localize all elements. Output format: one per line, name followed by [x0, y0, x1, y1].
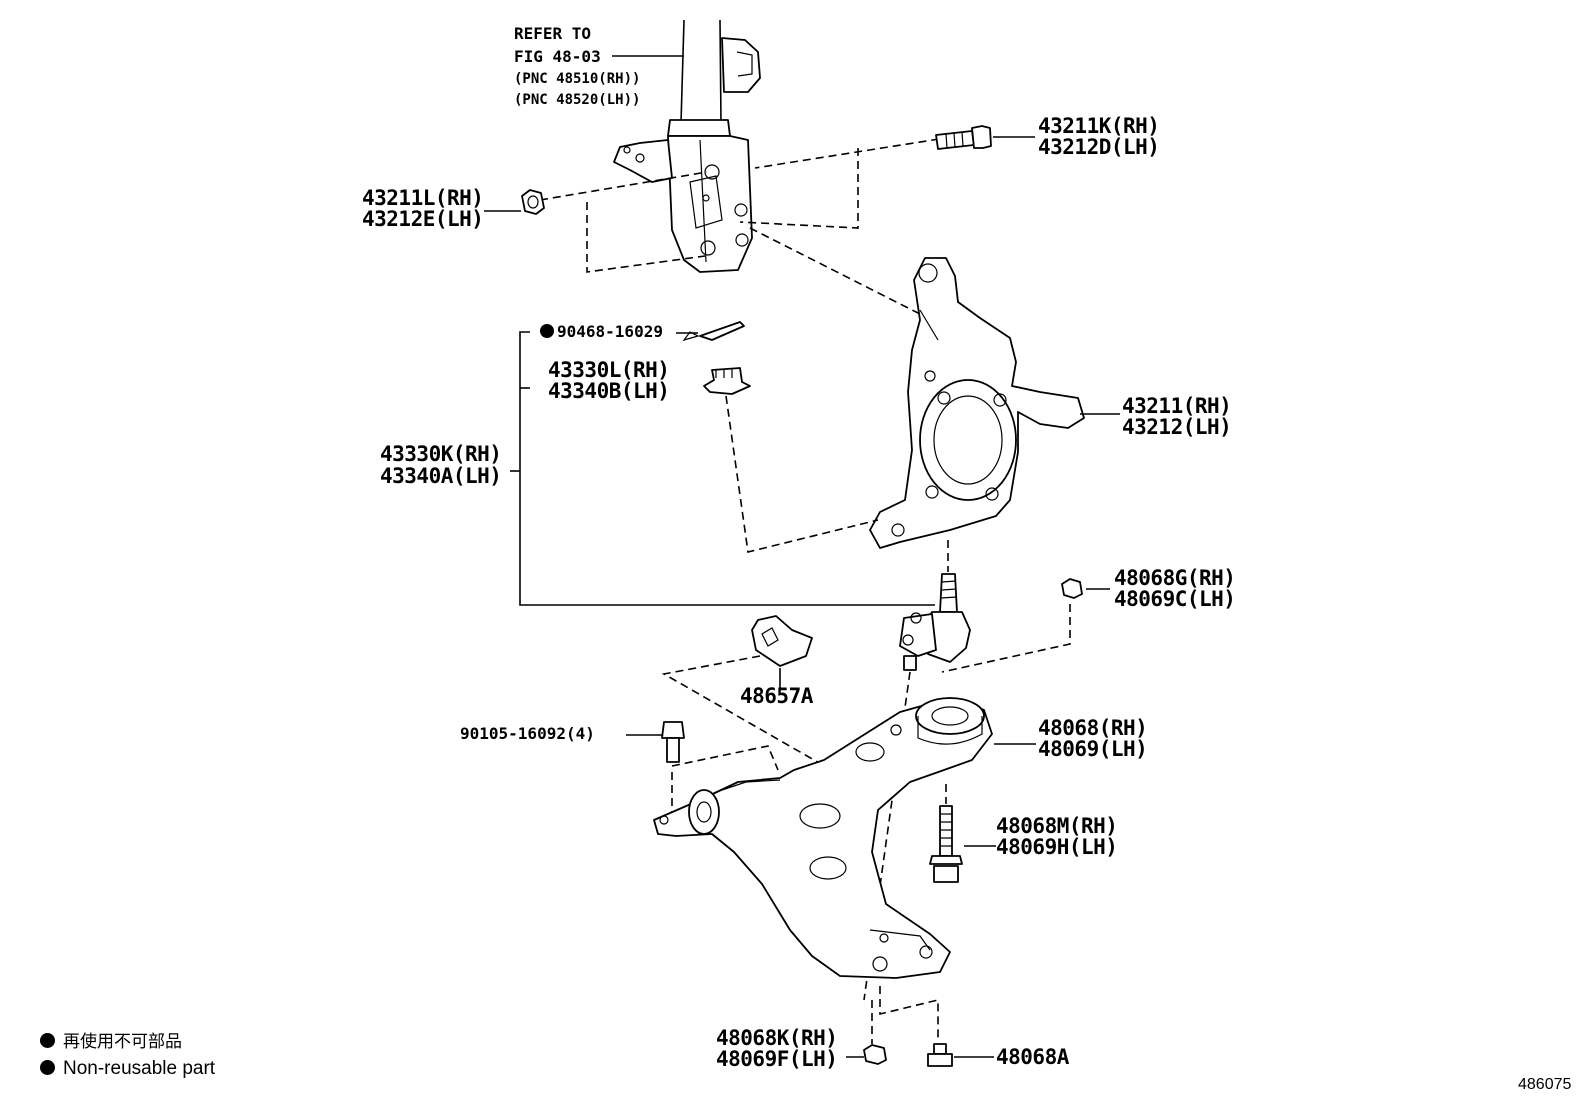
ball-joint-bolt: [903, 655, 917, 671]
part-number-43211: 43211(RH): [1122, 394, 1232, 418]
part-number-48068A: 48068A: [996, 1045, 1069, 1069]
part-number-48069: 48069(LH): [1038, 737, 1148, 761]
part-number-90468: 90468-16029: [540, 324, 663, 340]
part-number-43340A: 43340A(LH): [380, 464, 502, 488]
upper-nut: [521, 189, 545, 215]
part-number-48069H: 48069H(LH): [996, 835, 1118, 859]
legend-dot-icon: [40, 1033, 55, 1048]
part-number-48069F: 48069F(LH): [716, 1047, 838, 1071]
front-bolt: [661, 721, 685, 763]
part-number-48068M: 48068M(RH): [996, 814, 1118, 838]
arm-bolt: [929, 805, 963, 883]
part-number-48657A: 48657A: [740, 684, 813, 708]
part-number-43340B: 43340B(LH): [548, 379, 670, 403]
ball-joint: [899, 573, 971, 663]
part-number-48069C: 48069C(LH): [1114, 587, 1236, 611]
part-number-48068K: 48068K(RH): [716, 1026, 838, 1050]
part-number-43211K: 43211K(RH): [1038, 114, 1160, 138]
non-reusable-dot-icon: [540, 324, 554, 338]
part-number-90105: 90105-16092(4): [460, 724, 595, 743]
part-number-43212: 43212(LH): [1122, 415, 1232, 439]
legend-english-text: Non-reusable part: [63, 1058, 216, 1079]
bracket: [751, 615, 813, 667]
part-number-43212E: 43212E(LH): [362, 207, 484, 231]
refer-to-label: REFER TO: [514, 24, 592, 43]
castle-nut: [703, 367, 751, 395]
refer-fig-label: FIG 48-03: [514, 47, 601, 66]
refer-pnc-rh: (PNC 48510(RH)): [514, 71, 641, 87]
cotter-pin: [682, 321, 745, 342]
refer-pnc-lh: (PNC 48520(LH)): [514, 92, 641, 108]
upper-bolt: [935, 125, 992, 150]
diagram-id: 486075: [1518, 1076, 1572, 1093]
legend-dot-icon: [40, 1060, 55, 1075]
part-number-43212D: 43212D(LH): [1038, 135, 1160, 159]
steering-knuckle: [869, 257, 1085, 549]
legend-japanese: 再使用不可部品: [40, 1033, 182, 1050]
arm-nut: [863, 1044, 887, 1065]
part-number-43330K: 43330K(RH): [380, 442, 502, 466]
strut-assembly: [613, 19, 761, 273]
rear-bolt: [927, 1043, 953, 1067]
cotter-pin-number: 90468-16029: [557, 322, 663, 341]
part-number-43330L: 43330L(RH): [548, 358, 670, 382]
part-number-48068: 48068(RH): [1038, 716, 1148, 740]
part-number-43211L: 43211L(RH): [362, 186, 484, 210]
legend-english: Non-reusable part: [40, 1059, 215, 1078]
lower-control-arm: [653, 697, 993, 979]
part-number-48068G: 48068G(RH): [1114, 566, 1236, 590]
legend-japanese-text: 再使用不可部品: [63, 1032, 182, 1051]
ball-joint-nut: [1061, 578, 1083, 599]
